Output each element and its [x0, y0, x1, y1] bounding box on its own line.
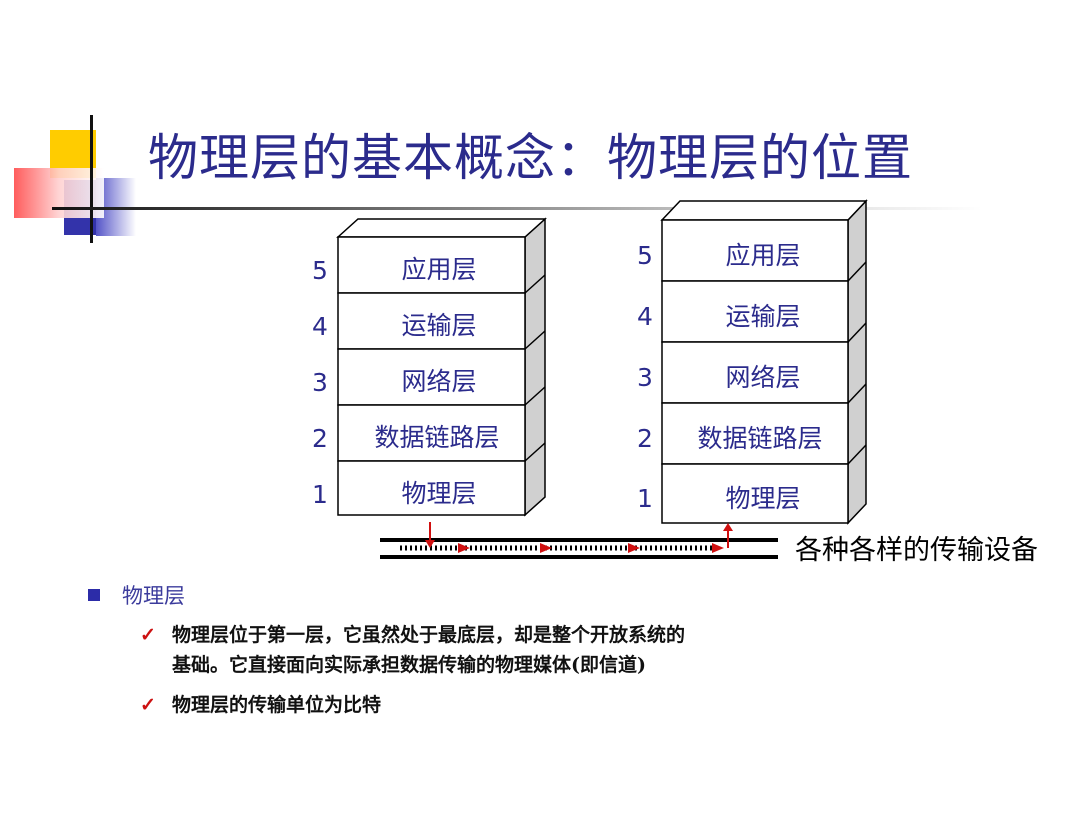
bullet-item-2-line1: 物理层的传输单位为比特: [172, 694, 382, 716]
left-stack: 应用层 运输层 网络层 数据链路层 物理层 5 4 3 2 1: [312, 217, 547, 517]
checkmark-icon: ✓: [140, 624, 156, 646]
square-bullet-icon: [88, 588, 100, 601]
left-layer-1-num: 1: [312, 480, 328, 509]
left-layer-5-box: [337, 236, 526, 294]
left-layer-2-num: 2: [312, 424, 328, 453]
bullet-item-2: ✓ 物理层的传输单位为比特: [140, 690, 381, 720]
bullet-item-1-line2: 基础。它直接面向实际承担数据传输的物理媒体(即信道): [172, 654, 646, 676]
left-stack-side: [524, 217, 546, 517]
page-title: 物理层的基本概念：物理层的位置: [148, 129, 913, 187]
bit-arrow-3: [628, 543, 640, 553]
left-layer-4-num: 4: [312, 312, 328, 341]
left-layer-1-name: 物理层: [401, 479, 476, 508]
left-stack-top: [336, 218, 547, 238]
left-layer-2-name: 数据链路层: [374, 423, 499, 452]
right-layer-1-num: 1: [637, 484, 653, 513]
left-layer-2-box: [337, 404, 526, 462]
bit-arrow-4: [712, 543, 724, 553]
bullet-main: 物理层: [88, 580, 185, 610]
bit-arrow-2: [540, 543, 552, 553]
right-layer-5-name: 应用层: [725, 241, 800, 270]
right-layer-2-num: 2: [637, 424, 653, 453]
transmission-medium: [380, 522, 778, 559]
right-stack-top: [660, 200, 868, 221]
right-stack-side: [847, 199, 867, 525]
right-stack: 应用层 运输层 网络层 数据链路层 物理层 5 4 3 2 1: [637, 199, 868, 525]
right-layer-3-num: 3: [637, 363, 653, 392]
right-layer-2-name: 数据链路层: [697, 424, 822, 453]
right-layer-4-name: 运输层: [725, 302, 800, 331]
left-layer-1-box: [337, 460, 526, 516]
right-layer-5-num: 5: [637, 241, 653, 270]
left-layer-3-num: 3: [312, 368, 328, 397]
right-layer-4-num: 4: [637, 302, 653, 331]
checkmark-icon: ✓: [140, 694, 156, 716]
left-layer-5-name: 应用层: [401, 255, 476, 284]
left-layer-3-box: [337, 348, 526, 406]
right-layer-1-box: [661, 463, 849, 524]
bullet-item-1-line1: 物理层位于第一层，它虽然处于最底层，却是整个开放系统的: [172, 624, 686, 646]
right-layer-1-name: 物理层: [725, 484, 800, 513]
right-layer-2-box: [661, 402, 849, 465]
right-layer-5-box: [661, 219, 849, 282]
bullet-main-text: 物理层: [122, 584, 185, 608]
right-layer-3-name: 网络层: [725, 363, 800, 392]
title-decoration: [0, 0, 982, 250]
left-layer-4-box: [337, 292, 526, 350]
left-layer-4-name: 运输层: [401, 311, 476, 340]
right-layer-4-box: [661, 280, 849, 343]
bit-arrow-1: [458, 543, 470, 553]
left-layer-5-num: 5: [312, 256, 328, 285]
right-layer-3-box: [661, 341, 849, 404]
bullet-item-1: ✓ 物理层位于第一层，它虽然处于最底层，却是整个开放系统的 基础。它直接面向实际承…: [140, 620, 685, 680]
medium-label: 各种各样的传输设备: [795, 535, 1038, 566]
left-layer-3-name: 网络层: [401, 367, 476, 396]
